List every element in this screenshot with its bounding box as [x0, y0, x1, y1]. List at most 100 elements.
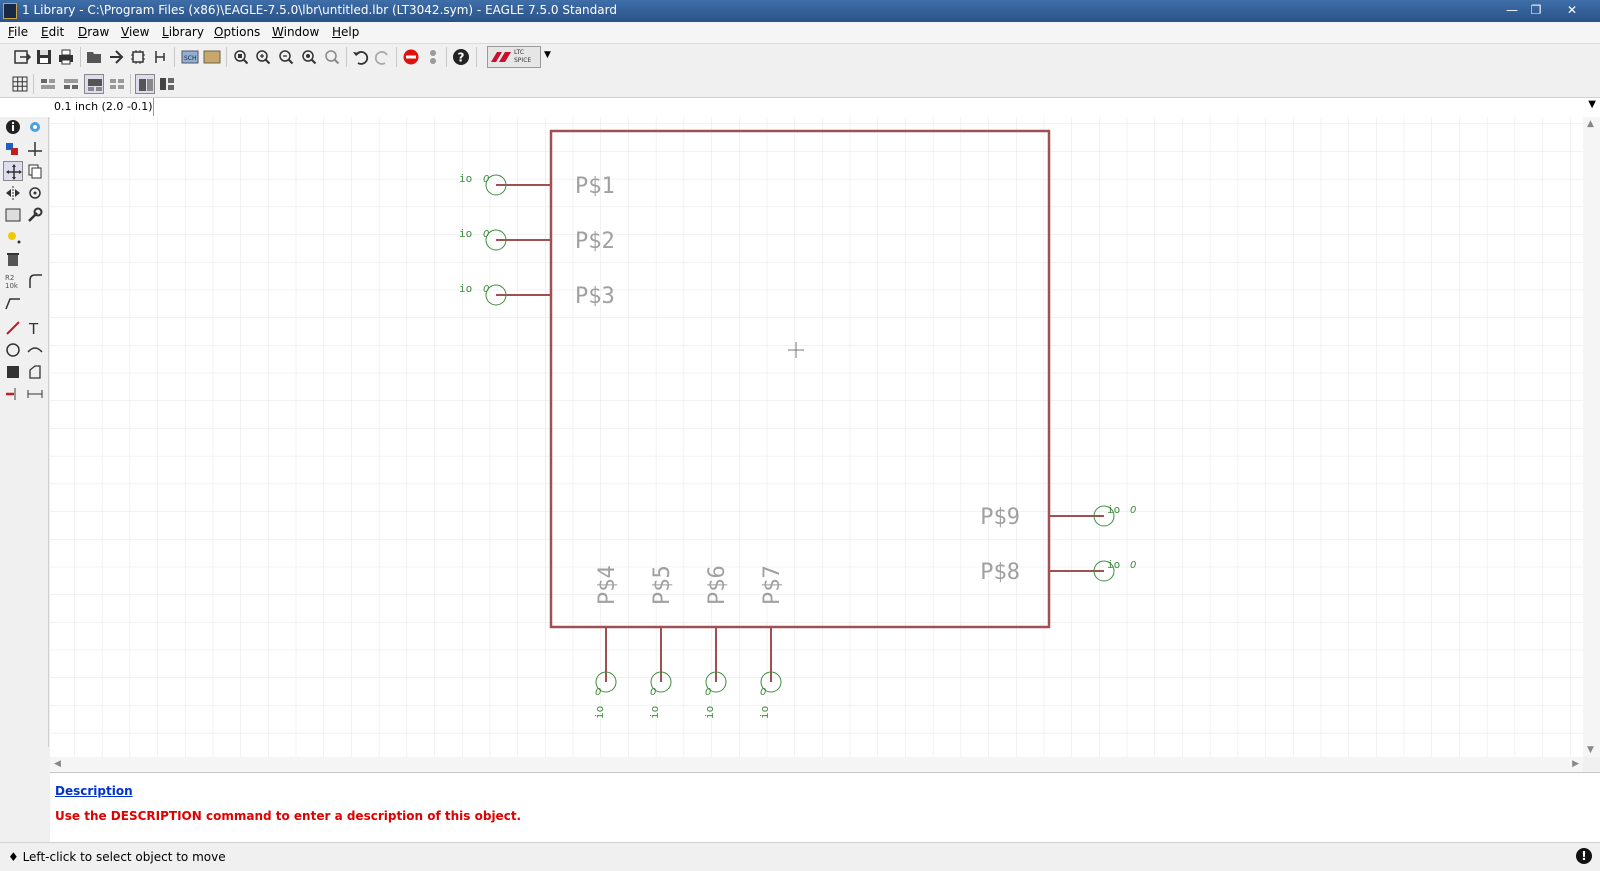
- description-text: Use the DESCRIPTION command to enter a d…: [55, 809, 522, 823]
- open-library-icon[interactable]: [84, 47, 104, 67]
- scroll-right-icon[interactable]: ▶: [1572, 759, 1579, 769]
- wire-icon[interactable]: [3, 318, 23, 338]
- layout-tiles-1-icon[interactable]: [38, 74, 58, 94]
- move-icon[interactable]: [3, 161, 23, 181]
- scroll-up-icon[interactable]: ▲: [1587, 119, 1594, 129]
- pin-function-label: io: [593, 706, 606, 719]
- chevron-down-icon[interactable]: ▼: [544, 50, 551, 60]
- copy-icon[interactable]: [25, 161, 45, 181]
- layout-tiles-6-icon[interactable]: [157, 74, 177, 94]
- layout-tiles-3-icon[interactable]: [84, 74, 104, 94]
- pin-function-label: io: [1107, 503, 1120, 516]
- rotate-icon[interactable]: [25, 183, 45, 203]
- dimension-icon[interactable]: [25, 384, 45, 404]
- close-icon[interactable]: ✕: [1566, 3, 1578, 17]
- menu-view[interactable]: View: [121, 25, 150, 39]
- grid-icon[interactable]: [10, 74, 30, 94]
- pin-name-label: P$6: [705, 565, 730, 605]
- change-icon[interactable]: [25, 205, 45, 225]
- status-text: ♦ Left-click to select object to move: [8, 850, 226, 864]
- layout-tiles-4-icon[interactable]: [107, 74, 127, 94]
- ltspice-button[interactable]: LTC SPICE: [487, 46, 541, 68]
- layout-tiles-2-icon[interactable]: [61, 74, 81, 94]
- brd-icon[interactable]: [202, 47, 222, 67]
- package-icon[interactable]: [128, 47, 148, 67]
- arc-icon[interactable]: [25, 340, 45, 360]
- pin-p1[interactable]: io 0 P$1: [459, 172, 615, 199]
- chevron-down-icon[interactable]: ▼: [1588, 99, 1596, 110]
- display-layers-icon[interactable]: [3, 139, 23, 159]
- group-icon[interactable]: [3, 205, 23, 225]
- drawing-canvas[interactable]: io 0 P$1 io 0 P$2 io 0 P$3 io 0 P$9: [50, 117, 1583, 757]
- pin-name-label: P$2: [575, 229, 615, 254]
- pin-p3[interactable]: io 0 P$3: [459, 282, 615, 309]
- show-icon[interactable]: [25, 117, 45, 137]
- pin-p7[interactable]: 0 io P$7: [758, 565, 785, 719]
- menu-help[interactable]: Help: [332, 25, 360, 39]
- pin-p5[interactable]: 0 io P$5: [648, 565, 675, 719]
- info-icon[interactable]: [3, 117, 23, 137]
- scroll-left-icon[interactable]: ◀: [54, 759, 61, 769]
- circle-icon[interactable]: [3, 340, 23, 360]
- rectangle-icon[interactable]: [3, 362, 23, 382]
- mark-icon[interactable]: [25, 139, 45, 159]
- pin-name-label: P$7: [760, 565, 785, 605]
- save-icon[interactable]: [34, 47, 54, 67]
- stop-icon[interactable]: [401, 47, 421, 67]
- layout-tiles-5-icon[interactable]: [135, 74, 155, 94]
- minimize-icon[interactable]: —: [1506, 3, 1518, 17]
- menu-options[interactable]: Options: [214, 25, 261, 39]
- pin-swap-label: 0: [483, 174, 489, 185]
- menu-file[interactable]: File: [8, 25, 29, 39]
- text-icon[interactable]: T: [25, 318, 45, 338]
- redraw-icon[interactable]: [299, 47, 319, 67]
- script-icon[interactable]: [12, 47, 32, 67]
- go-icon[interactable]: [423, 47, 443, 67]
- zoom-in-icon[interactable]: [253, 47, 273, 67]
- redo-icon[interactable]: [373, 47, 393, 67]
- zoom-select-icon[interactable]: [322, 47, 342, 67]
- polygon-icon[interactable]: [25, 362, 45, 382]
- device-icon[interactable]: [150, 47, 170, 67]
- split-icon[interactable]: [3, 293, 23, 313]
- zoom-out-icon[interactable]: [276, 47, 296, 67]
- menu-draw[interactable]: Draw: [78, 25, 110, 39]
- eagle-app-icon: [3, 3, 17, 19]
- pin-function-label: io: [459, 227, 472, 240]
- pin-p2[interactable]: io 0 P$2: [459, 227, 615, 254]
- description-link[interactable]: Description: [55, 784, 133, 798]
- pin-p6[interactable]: 0 io P$6: [703, 565, 730, 719]
- zoom-fit-icon[interactable]: [231, 47, 251, 67]
- miter-icon[interactable]: [25, 271, 45, 291]
- pin-p4[interactable]: 0 io P$4: [593, 565, 620, 719]
- pin-name-label: P$8: [980, 560, 1020, 585]
- ltspice-label-bottom: SPICE: [514, 57, 532, 64]
- exclamation-icon[interactable]: !: [1576, 848, 1592, 864]
- vertical-scrollbar[interactable]: ▲ ▼: [1583, 117, 1600, 757]
- mirror-icon[interactable]: [3, 183, 23, 203]
- pin-p8[interactable]: io 0 P$8: [980, 558, 1136, 585]
- edit-symbol-icon[interactable]: [106, 47, 126, 67]
- ltspice-label-top: LTC: [514, 49, 525, 56]
- command-input[interactable]: [156, 98, 1580, 118]
- print-icon[interactable]: [56, 47, 76, 67]
- menu-edit[interactable]: Edit: [41, 25, 65, 39]
- delete-icon[interactable]: [3, 249, 23, 269]
- pin-function-label: io: [703, 706, 716, 719]
- help-icon[interactable]: ?: [451, 47, 471, 67]
- scroll-down-icon[interactable]: ▼: [1587, 745, 1594, 755]
- title-bar: 1 Library - C:\Program Files (x86)\EAGLE…: [0, 0, 1600, 22]
- pin-icon[interactable]: [3, 384, 23, 404]
- horizontal-scrollbar[interactable]: ◀ ▶: [50, 757, 1583, 772]
- pin-function-label: io: [1107, 558, 1120, 571]
- menu-window[interactable]: Window: [272, 25, 320, 39]
- symbol-outline[interactable]: [549, 129, 1051, 629]
- paste-icon[interactable]: [3, 227, 23, 247]
- restore-icon[interactable]: ❐: [1530, 3, 1542, 17]
- undo-icon[interactable]: [350, 47, 370, 67]
- pin-p9[interactable]: io 0 P$9: [980, 503, 1136, 530]
- sch-icon[interactable]: SCH: [180, 47, 200, 67]
- menu-library[interactable]: Library: [162, 25, 204, 39]
